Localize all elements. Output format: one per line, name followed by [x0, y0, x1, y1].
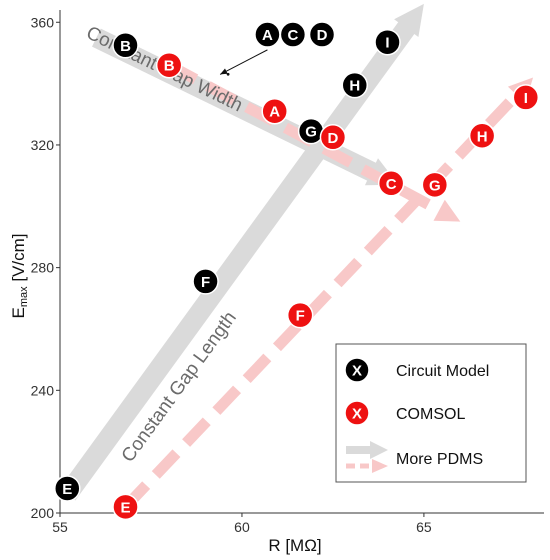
point-label-circuit-model-D: D — [317, 27, 328, 44]
point-label-circuit-model-B: B — [120, 38, 131, 55]
point-label-circuit-model-A: A — [262, 27, 273, 44]
point-comsol-A: A — [261, 97, 288, 125]
y-tick-label-240: 240 — [31, 382, 55, 398]
point-label-circuit-model-C: C — [287, 27, 298, 44]
pointer-dot — [226, 72, 230, 76]
point-circuit-model-D: D — [308, 21, 336, 48]
legend-label-comsol: COMSOL — [396, 406, 465, 423]
legend-marker-comsol — [344, 400, 370, 426]
y-axis-title-sub: max — [18, 286, 30, 307]
point-marker-comsol-I — [512, 84, 540, 111]
legend-label-circuit-model: Circuit Model — [396, 363, 489, 380]
point-label-comsol-F: F — [296, 308, 305, 325]
point-marker-comsol-C — [377, 170, 405, 197]
arrow-0-head — [394, 3, 424, 37]
y-tick-label-320: 320 — [31, 137, 55, 153]
point-comsol-F: F — [286, 301, 314, 329]
y-tick-label-280: 280 — [31, 260, 55, 276]
points-layer: A B C D E F G H I A B C D E F G H I — [54, 21, 540, 521]
x-tick-label-65: 65 — [416, 519, 432, 535]
point-marker-comsol-E — [112, 493, 139, 521]
point-circuit-model-H: H — [341, 71, 369, 99]
pointer-arrow-line — [219, 49, 268, 75]
legend-marker-circuit-model — [344, 357, 370, 383]
point-comsol-H: H — [468, 122, 496, 149]
arrow-3-head — [433, 199, 461, 222]
arrow-2-shaft — [121, 89, 522, 511]
x-tick-label-60: 60 — [234, 519, 250, 535]
point-comsol-E: E — [112, 493, 139, 521]
point-label-comsol-B: B — [164, 58, 175, 75]
legend-marker-letter-comsol: X — [352, 406, 362, 423]
legend-item-circuit-model: X Circuit Model — [344, 357, 489, 383]
point-label-comsol-E: E — [120, 499, 130, 516]
ticks-layer: 55 60 65 200 240 280 320 360 — [31, 14, 432, 535]
point-marker-circuit-model-H — [341, 71, 369, 99]
point-comsol-D: D — [319, 124, 347, 151]
point-marker-circuit-model-C — [279, 21, 307, 48]
legend-arrow-pink-head — [372, 459, 388, 473]
legend-item-comsol: X COMSOL — [344, 400, 465, 426]
legend-arrow-gray-head — [370, 441, 388, 459]
point-label-comsol-H: H — [477, 128, 488, 145]
point-marker-circuit-model-I — [374, 28, 401, 56]
point-circuit-model-G: G — [297, 117, 325, 145]
legend-item-more-pdms: More PDMS — [346, 441, 483, 473]
point-label-comsol-G: G — [429, 177, 441, 194]
point-marker-comsol-D — [319, 124, 347, 151]
y-axis-title-rest: [V/cm] — [9, 233, 28, 286]
point-marker-circuit-model-D — [308, 21, 336, 48]
point-comsol-B: B — [155, 51, 183, 79]
legend-marker-letter-circuit-model: X — [352, 363, 362, 380]
x-axis-title: R [MΩ] — [268, 536, 321, 555]
point-circuit-model-F: F — [192, 268, 219, 295]
point-marker-circuit-model-E — [54, 475, 81, 502]
y-tick-label-360: 360 — [31, 14, 55, 30]
point-comsol-G: G — [421, 171, 449, 199]
point-marker-comsol-H — [468, 122, 496, 149]
point-label-circuit-model-F: F — [201, 274, 210, 291]
point-label-circuit-model-I: I — [385, 35, 389, 52]
point-circuit-model-I: I — [374, 28, 401, 56]
x-tick-label-55: 55 — [52, 519, 68, 535]
point-label-comsol-A: A — [269, 104, 280, 121]
y-tick-label-200: 200 — [31, 505, 55, 521]
point-marker-comsol-G — [421, 171, 449, 199]
pointer-arrow-head — [220, 68, 228, 75]
axes-layer: R [MΩ] Emax [V/cm] — [9, 10, 544, 555]
legend: X Circuit Model X COMSOL More PDMS — [335, 343, 527, 483]
point-label-circuit-model-H: H — [349, 78, 360, 95]
point-marker-circuit-model-F — [192, 268, 219, 295]
point-label-comsol-I: I — [524, 90, 528, 107]
arrow-0-shaft — [59, 20, 416, 501]
pointer-arrow — [219, 49, 268, 76]
point-comsol-C: C — [377, 170, 405, 197]
point-label-circuit-model-E: E — [62, 481, 72, 498]
point-label-comsol-D: D — [328, 130, 339, 147]
point-marker-comsol-B — [155, 51, 183, 79]
y-axis-title: Emax [V/cm] — [9, 233, 30, 318]
point-circuit-model-E: E — [54, 475, 81, 502]
point-label-comsol-C: C — [386, 176, 397, 193]
point-marker-comsol-A — [261, 97, 288, 125]
point-circuit-model-B: B — [112, 32, 139, 59]
point-circuit-model-C: C — [279, 21, 307, 48]
point-marker-circuit-model-B — [112, 32, 139, 59]
point-label-circuit-model-G: G — [305, 124, 317, 141]
point-comsol-I: I — [512, 84, 540, 111]
point-marker-comsol-F — [286, 301, 314, 329]
y-axis-title-main: E — [9, 307, 28, 318]
legend-label-more-pdms: More PDMS — [396, 451, 483, 468]
point-circuit-model-A: A — [254, 21, 281, 48]
